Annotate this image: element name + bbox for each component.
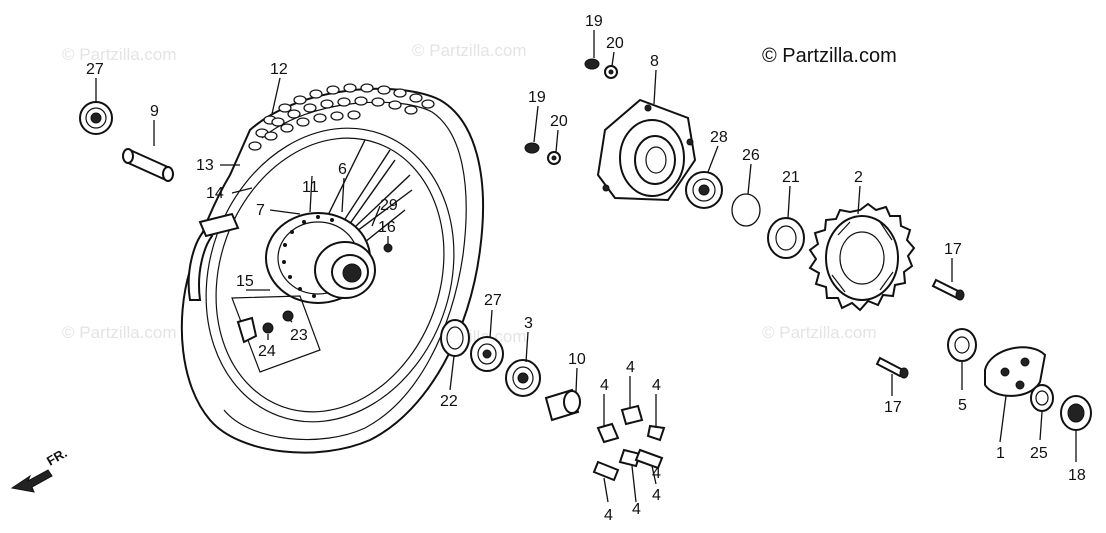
callout-20-b: 20 bbox=[550, 113, 568, 130]
nuts-19-20-mid bbox=[524, 142, 561, 165]
callout-10: 10 bbox=[568, 351, 586, 368]
circlip-26 bbox=[731, 193, 761, 227]
callout-2: 2 bbox=[854, 169, 863, 186]
dampers-4 bbox=[592, 404, 666, 482]
callout-24: 24 bbox=[258, 343, 276, 360]
callout-29: 29 bbox=[380, 197, 398, 214]
bearing-3 bbox=[505, 359, 541, 397]
callout-4-f: 4 bbox=[652, 487, 661, 504]
callout-13: 13 bbox=[196, 157, 214, 174]
rear-wheel-assembly bbox=[180, 83, 485, 454]
callout-3: 3 bbox=[524, 315, 533, 332]
callout-4-b: 4 bbox=[626, 359, 635, 376]
callout-27-b: 27 bbox=[484, 292, 502, 309]
copyright-notice: © Partzilla.com bbox=[762, 45, 897, 67]
collar-5 bbox=[947, 328, 977, 362]
callout-23: 23 bbox=[290, 327, 308, 344]
oil-seal-21 bbox=[767, 217, 805, 259]
callout-14: 14 bbox=[206, 185, 224, 202]
callout-6: 6 bbox=[338, 161, 347, 178]
callout-15: 15 bbox=[236, 273, 254, 290]
callout-18: 18 bbox=[1068, 467, 1086, 484]
washer-25 bbox=[1030, 384, 1054, 412]
callout-25: 25 bbox=[1030, 445, 1048, 462]
axle-nut-18 bbox=[1060, 395, 1092, 431]
inner-tube bbox=[187, 228, 214, 301]
lock-plate-1 bbox=[984, 346, 1047, 397]
collar-10 bbox=[544, 388, 581, 422]
callout-4-g: 4 bbox=[652, 465, 661, 482]
fr-label: FR. bbox=[44, 445, 70, 468]
valve-core bbox=[282, 310, 294, 322]
callout-19-b: 19 bbox=[528, 89, 546, 106]
watermark-2: © Partzilla.com bbox=[412, 41, 527, 60]
bolt-17-bottom bbox=[875, 356, 909, 379]
callout-21: 21 bbox=[782, 169, 800, 186]
callout-28: 28 bbox=[710, 129, 728, 146]
distance-collar-9 bbox=[122, 148, 174, 182]
callout-22: 22 bbox=[440, 393, 458, 410]
callout-8: 8 bbox=[650, 53, 659, 70]
front-direction-indicator: FR. bbox=[10, 445, 70, 493]
bearing-28 bbox=[685, 171, 723, 209]
valve-cap bbox=[236, 316, 258, 344]
callout-9: 9 bbox=[150, 103, 159, 120]
callout-12: 12 bbox=[270, 61, 288, 78]
callout-27-a: 27 bbox=[86, 61, 104, 78]
bearing-27-top bbox=[79, 101, 113, 135]
watermark-5: © Partzilla.com bbox=[762, 323, 877, 342]
balance-weight bbox=[383, 243, 393, 253]
callout-26: 26 bbox=[742, 147, 760, 164]
nuts-19-20-top bbox=[584, 58, 618, 79]
callout-4-c: 4 bbox=[652, 377, 661, 394]
driven-sprocket-2 bbox=[808, 202, 916, 312]
callout-17-a: 17 bbox=[944, 241, 962, 258]
callout-4-e: 4 bbox=[632, 501, 641, 518]
hub bbox=[265, 212, 376, 304]
callout-labels: 19 20 8 27 12 9 19 20 28 26 21 2 13 6 11… bbox=[86, 13, 1086, 524]
callout-4-d: 4 bbox=[604, 507, 613, 524]
callout-17-b: 17 bbox=[884, 399, 902, 416]
watermark-1: © Partzilla.com bbox=[62, 45, 177, 64]
callout-1: 1 bbox=[996, 445, 1005, 462]
valve-nut bbox=[262, 322, 274, 334]
bolt-17-top bbox=[931, 278, 965, 301]
bearing-27-bottom bbox=[470, 336, 504, 372]
callout-16: 16 bbox=[378, 219, 396, 236]
callout-19-a: 19 bbox=[585, 13, 603, 30]
callout-11: 11 bbox=[302, 179, 319, 196]
tire-tread bbox=[248, 83, 435, 151]
callout-5: 5 bbox=[958, 397, 967, 414]
callout-20-a: 20 bbox=[606, 35, 624, 52]
callout-4-a: 4 bbox=[600, 377, 609, 394]
sprocket-flange-8 bbox=[596, 98, 697, 202]
watermark-3: © Partzilla.com bbox=[62, 323, 177, 342]
leader-lines bbox=[95, 30, 1077, 503]
callout-7: 7 bbox=[256, 202, 265, 219]
oil-seal-22 bbox=[440, 319, 470, 357]
